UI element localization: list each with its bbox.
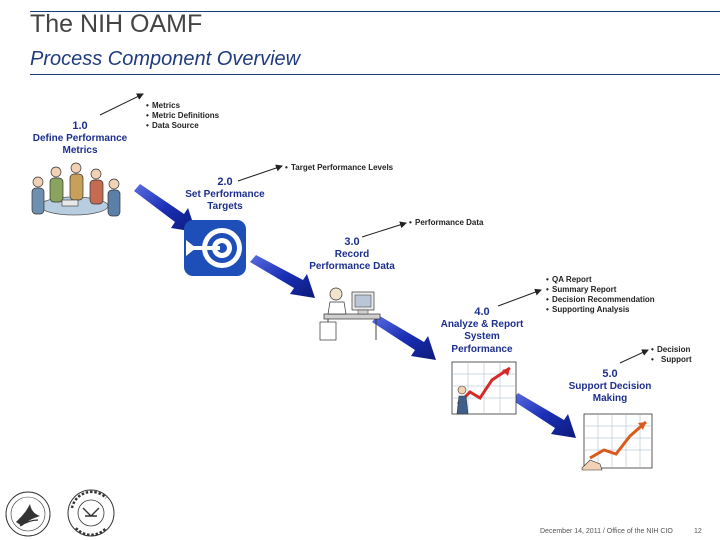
step-5-outputs: Decision Support [651, 345, 692, 365]
footer-text: December 14, 2011 / Office of the NIH CI… [540, 528, 673, 535]
step-2-outputs: Target Performance Levels [285, 163, 393, 173]
step-3-label: 3.0 Record Performance Data [300, 236, 404, 274]
step-1-number: 1.0 [72, 120, 88, 132]
flow-arrow-1 [134, 184, 196, 232]
step-1-outputs: Metrics Metric Definitions Data Source [146, 101, 219, 131]
output-item: Target Performance Levels [285, 163, 393, 173]
nih-seal-logo [67, 489, 115, 537]
step-4-title-line-2: System [464, 331, 500, 342]
step-3-title-line-2: Performance Data [309, 261, 395, 272]
flow-arrow-4 [512, 393, 576, 438]
target-icon [184, 220, 246, 276]
flow-arrow-3 [372, 315, 436, 360]
page-number: 12 [694, 528, 702, 535]
step-2-number: 2.0 [217, 176, 233, 188]
hhs-eagle-logo [5, 491, 51, 537]
step-4-title-line-3: Performance [451, 343, 513, 355]
step-4-number: 4.0 [474, 306, 490, 318]
step-1-label: 1.0 Define Performance Metrics [22, 120, 138, 158]
output-item: Supporting Analysis [546, 305, 655, 315]
output-arrow-3 [361, 221, 407, 238]
step-1-title-line-1: Define Performance [32, 132, 128, 144]
output-arrow-1 [99, 93, 144, 116]
output-item: QA Report [546, 275, 655, 285]
step-3-title-line-1: Record [334, 248, 370, 260]
step-2-title-line-1: Set Performance [185, 188, 265, 200]
output-item: Decision Recommendation [546, 295, 655, 305]
output-item: Summary Report [546, 285, 655, 295]
team-meeting-illustration [31, 162, 121, 217]
subtitle-rule [30, 74, 720, 75]
output-item: Performance Data [409, 218, 483, 228]
flow-arrow-2 [250, 255, 315, 298]
step-3-outputs: Performance Data [409, 218, 483, 228]
step-2-label: 2.0 Set Performance Targets [170, 176, 280, 214]
output-arrow-5 [619, 349, 649, 364]
output-item: Decision [651, 345, 692, 355]
step-4-label: 4.0 Analyze & Report System Performance [430, 306, 534, 356]
page-title: The NIH OAMF [30, 10, 203, 38]
growth-chart-illustration [581, 413, 653, 471]
step-5-title-line-2: Making [592, 393, 628, 404]
step-4-outputs: QA Report Summary Report Decision Recomm… [546, 275, 655, 315]
output-arrow-2 [237, 164, 283, 182]
output-item: Metrics [146, 101, 219, 111]
step-4-title-line-1: Analyze & Report [440, 318, 524, 330]
step-5-number: 5.0 [602, 368, 618, 380]
step-3-number: 3.0 [344, 236, 360, 248]
desk-worker-illustration [319, 287, 381, 341]
output-arrow-4 [497, 288, 542, 307]
output-item: Support [651, 355, 692, 365]
analysis-chart-illustration [451, 361, 517, 415]
step-2-title-line-2: Targets [207, 201, 243, 212]
output-item: Metric Definitions [146, 111, 219, 121]
step-5-title-line-1: Support Decision [568, 380, 652, 392]
output-item: Data Source [146, 121, 219, 131]
step-5-label: 5.0 Support Decision Making [560, 368, 660, 406]
step-1-title-line-2: Metrics [62, 145, 98, 156]
top-rule [30, 11, 720, 12]
page-subtitle: Process Component Overview [30, 48, 301, 70]
